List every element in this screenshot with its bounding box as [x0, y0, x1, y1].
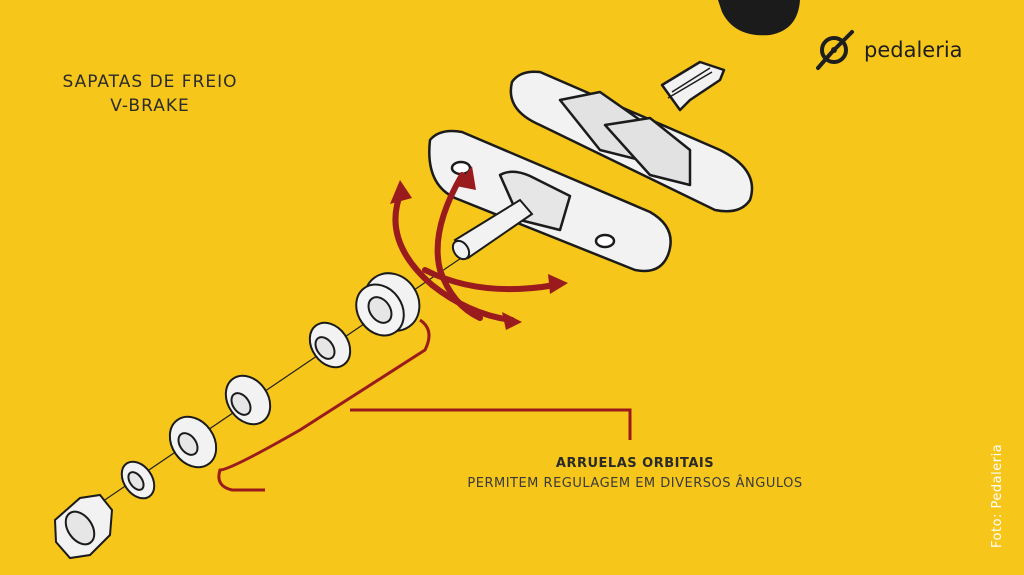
rear-brake-shoe	[509, 60, 754, 213]
rotation-arrows	[392, 172, 558, 323]
title-line-2: V-BRAKE	[110, 96, 190, 116]
washer-mid	[308, 321, 352, 369]
front-shoe-bolt	[451, 198, 534, 261]
photo-credit: Foto: Pedaleria	[990, 443, 1005, 548]
washer-concave	[168, 415, 218, 469]
callout-lines	[217, 318, 632, 492]
arrow-heads	[390, 166, 568, 330]
callout-title: ARRUELAS ORBITAIS	[555, 456, 715, 471]
washer-flat	[120, 460, 156, 500]
brand-logo: pedaleria	[812, 26, 963, 74]
hex-nut	[53, 493, 114, 560]
callout-subtitle: PERMITEM REGULAGEM EM DIVERSOS ÂNGULOS	[467, 476, 803, 491]
diagram-title: SAPATAS DE FREIO V-BRAKE	[40, 70, 260, 118]
washer-large-cup	[355, 272, 421, 337]
brand-name: pedaleria	[864, 38, 963, 62]
washer-convex	[224, 374, 272, 426]
title-line-1: SAPATAS DE FREIO	[62, 72, 238, 92]
corner-shape	[718, 0, 800, 36]
pedal-crank-logo-icon	[816, 30, 854, 70]
front-brake-shoe	[428, 129, 672, 273]
